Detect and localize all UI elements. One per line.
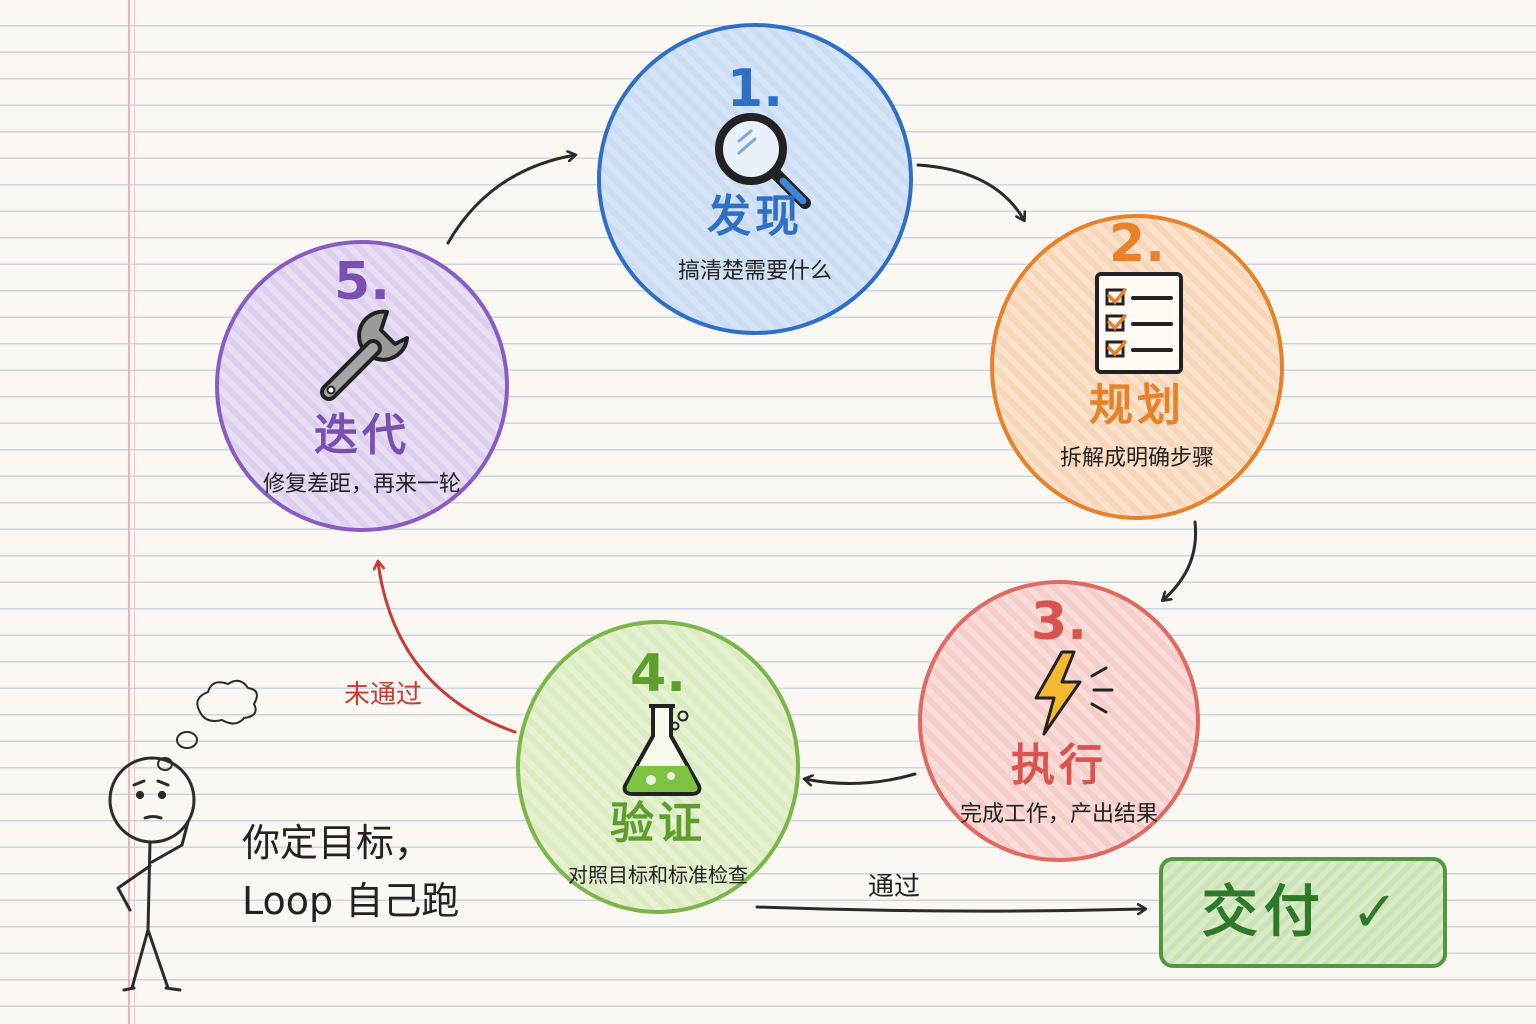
arrow-2-to-3	[1163, 520, 1198, 600]
step-number: 4.	[630, 644, 686, 704]
step-subtitle: 修复差距，再来一轮	[262, 472, 461, 497]
step-title: 执行	[1011, 740, 1107, 791]
step-verify-circle: 4. 验证 对照目标和标准检查	[516, 620, 800, 914]
step-subtitle: 搞清楚需要什么	[677, 259, 832, 284]
step-title: 规划	[1089, 380, 1185, 431]
step-number: 5.	[334, 252, 390, 312]
stick-figure	[108, 756, 196, 992]
step-subtitle: 对照目标和标准检查	[568, 863, 748, 887]
caption-line-2: Loop 自己跑	[242, 879, 460, 923]
step-subtitle: 拆解成明确步骤	[1059, 446, 1214, 471]
step-subtitle: 完成工作，产出结果	[959, 802, 1158, 827]
deliver-box: 交付 ✓	[1159, 857, 1447, 968]
checklist-icon	[1095, 272, 1183, 374]
wrench-icon	[320, 309, 409, 401]
caption-line-1: 你定目标，	[242, 821, 433, 865]
pass-label: 通过	[868, 872, 921, 902]
fail-label: 未通过	[344, 680, 423, 710]
magnifier-icon	[715, 113, 811, 209]
step-title: 验证	[610, 798, 706, 849]
flask-icon	[622, 704, 702, 796]
arrow-3-to-4	[805, 772, 917, 783]
arrow-4-to-5-fail	[378, 562, 517, 734]
thought-cloud	[196, 679, 258, 725]
arrow-5-to-1	[446, 155, 575, 245]
step-plan-circle: 2. 规划 拆解成明确步骤	[990, 214, 1284, 520]
thought-bubble-medium	[176, 731, 198, 749]
arrow-4-to-deliver	[755, 907, 1145, 911]
step-number: 3.	[1031, 592, 1087, 652]
step-number: 1.	[727, 59, 783, 119]
notebook-margin-line	[128, 0, 130, 1024]
lightning-icon	[1034, 650, 1114, 736]
step-title: 迭代	[314, 410, 410, 461]
arrow-1-to-2	[916, 163, 1024, 220]
step-execute-circle: 3. 执行 完成工作，产出结果	[918, 580, 1200, 862]
step-number: 2.	[1109, 214, 1165, 274]
step-title: 发现	[707, 191, 803, 242]
step-discover-circle: 1. 发现 搞清楚需要什么	[597, 23, 913, 335]
step-iterate-circle: 5. 迭代 修复差距，再来一轮	[215, 240, 509, 532]
notebook-margin-line-2	[134, 0, 135, 1024]
